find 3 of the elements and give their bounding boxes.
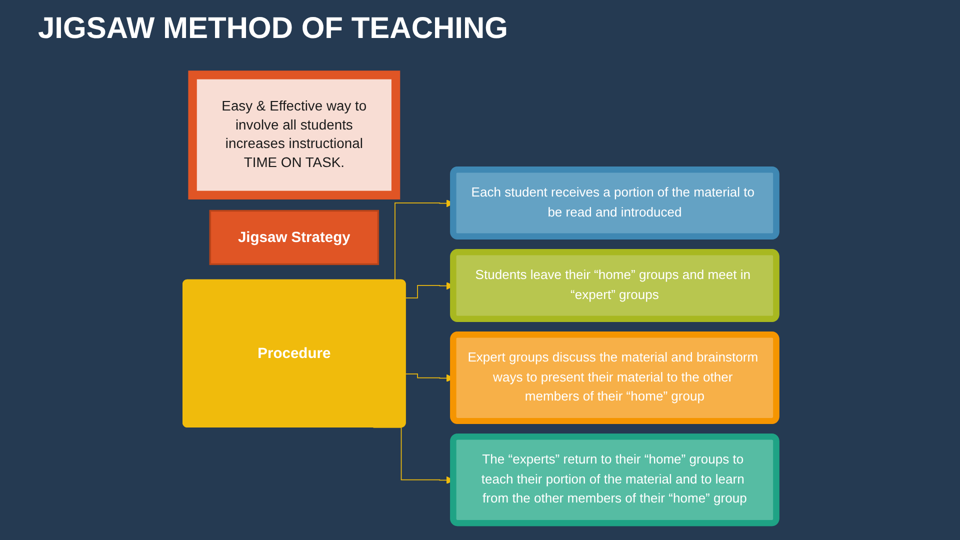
node-box: Easy & Effective way to involve all students increases instructional TIME ON TASK. bbox=[188, 70, 401, 200]
node-box: Jigsaw Strategy bbox=[210, 210, 380, 266]
slide-title: JIGSAW METHOD OF TEACHING bbox=[38, 12, 508, 46]
